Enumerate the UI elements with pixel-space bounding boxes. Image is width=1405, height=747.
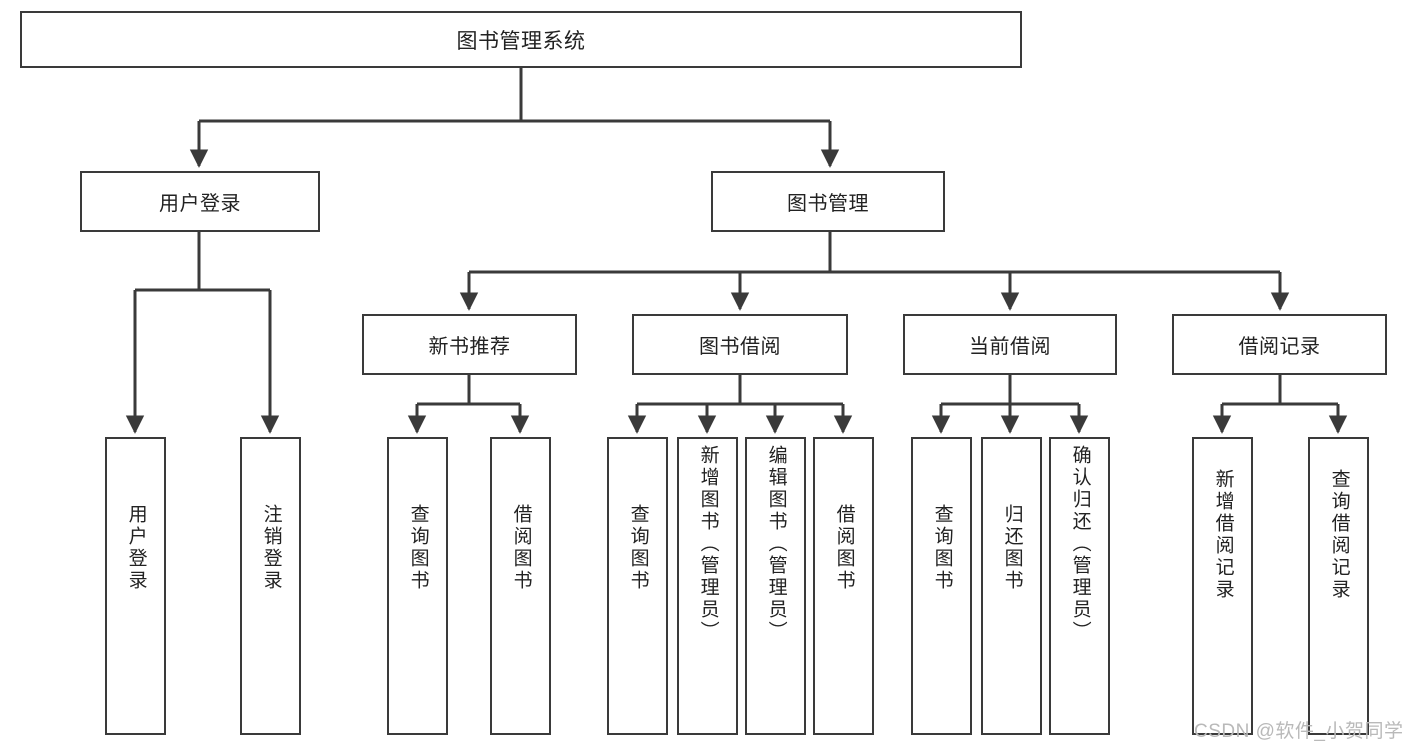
node-leaf-borrow-book-1-label: 借阅图书 (510, 504, 532, 592)
node-leaf-add-record-label: 新增借阅记录 (1212, 469, 1234, 601)
node-user-login[interactable]: 用户登录 (80, 171, 320, 232)
node-borrow-record-label: 借阅记录 (1238, 336, 1321, 358)
node-leaf-query-record-label: 查询借阅记录 (1328, 469, 1350, 601)
node-leaf-query-book-3[interactable]: 查询图书 (911, 437, 972, 735)
node-leaf-borrow-book-2[interactable]: 借阅图书 (813, 437, 874, 735)
node-leaf-query-book-2-label: 查询图书 (627, 504, 649, 592)
node-leaf-return-book[interactable]: 归还图书 (981, 437, 1042, 735)
node-current-borrow[interactable]: 当前借阅 (903, 314, 1117, 375)
node-leaf-edit-book-label: 编辑图书（管理员） (765, 445, 787, 643)
node-leaf-confirm-return-label: 确认归还（管理员） (1069, 445, 1091, 643)
node-leaf-borrow-book-1[interactable]: 借阅图书 (490, 437, 551, 735)
node-leaf-return-book-label: 归还图书 (1001, 504, 1023, 592)
node-book-borrow[interactable]: 图书借阅 (632, 314, 848, 375)
node-root-system[interactable]: 图书管理系统 (20, 11, 1022, 68)
node-book-management-label: 图书管理 (787, 193, 869, 215)
node-leaf-logout-login[interactable]: 注销登录 (240, 437, 301, 735)
node-leaf-query-book-3-label: 查询图书 (931, 504, 953, 592)
watermark-text: CSDN @软件_小贺同学 (1194, 721, 1404, 742)
node-root-label: 图书管理系统 (456, 29, 586, 53)
node-borrow-record[interactable]: 借阅记录 (1172, 314, 1387, 375)
node-current-borrow-label: 当前借阅 (969, 336, 1051, 358)
node-leaf-confirm-return[interactable]: 确认归还（管理员） (1049, 437, 1110, 735)
node-new-book-recommend[interactable]: 新书推荐 (362, 314, 577, 375)
node-new-book-recommend-label: 新书推荐 (428, 336, 511, 358)
node-leaf-add-book-label: 新增图书（管理员） (697, 445, 719, 643)
node-book-management[interactable]: 图书管理 (711, 171, 945, 232)
node-leaf-user-login[interactable]: 用户登录 (105, 437, 166, 735)
node-leaf-add-book[interactable]: 新增图书（管理员） (677, 437, 738, 735)
node-leaf-query-record[interactable]: 查询借阅记录 (1308, 437, 1369, 735)
node-leaf-edit-book[interactable]: 编辑图书（管理员） (745, 437, 806, 735)
node-leaf-add-record[interactable]: 新增借阅记录 (1192, 437, 1253, 735)
node-book-borrow-label: 图书借阅 (699, 336, 781, 358)
node-leaf-query-book-2[interactable]: 查询图书 (607, 437, 668, 735)
node-leaf-logout-login-label: 注销登录 (260, 504, 282, 592)
node-leaf-query-book-1[interactable]: 查询图书 (387, 437, 448, 735)
node-user-login-label: 用户登录 (159, 193, 241, 215)
node-leaf-borrow-book-2-label: 借阅图书 (833, 504, 855, 592)
node-leaf-user-login-label: 用户登录 (125, 504, 147, 592)
node-leaf-query-book-1-label: 查询图书 (407, 504, 429, 592)
